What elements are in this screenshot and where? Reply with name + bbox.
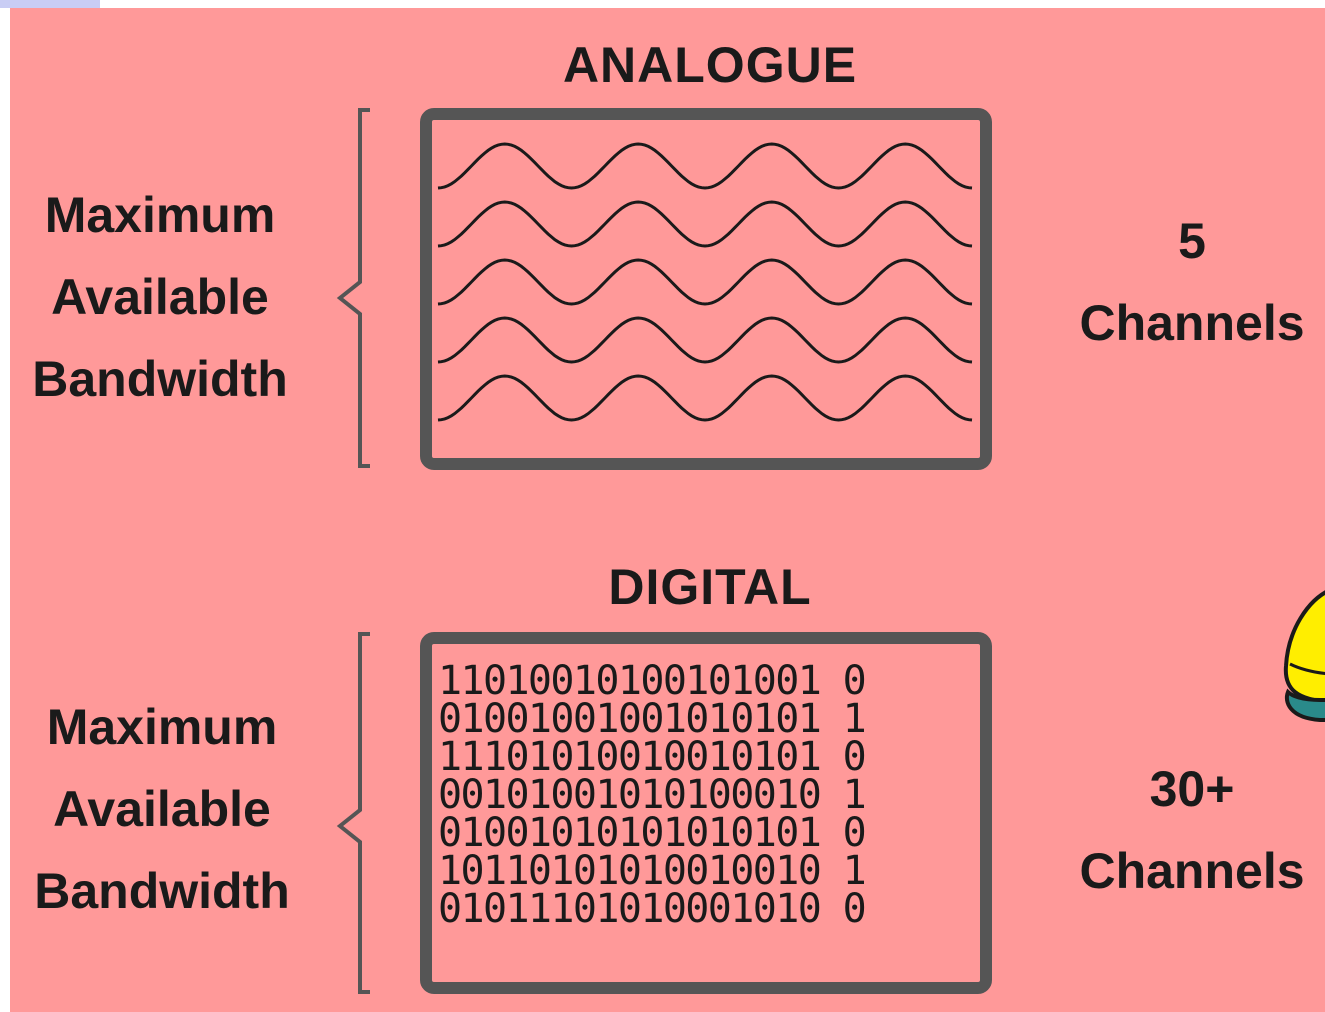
binary-row: 11010010100101001 0 [438,658,867,704]
digital-bandwidth-line-1: Maximum [46,699,278,755]
digital-bracket [336,632,370,994]
diagram-panel: ANALOGUE Maximum Available Bandwidth 5 C… [10,8,1325,1012]
mascot-helmet-icon [1283,590,1325,722]
analogue-bandwidth-line-2: Available [51,269,269,325]
digital-channel-count: 30+ [1149,761,1235,817]
analogue-bracket [336,108,370,468]
analogue-bandwidth-line-3: Bandwidth [32,351,288,407]
digital-bandwidth-line-2: Available [53,781,271,837]
digital-box: 11010010100101001 0 01001001001010101 1 … [420,632,992,994]
analogue-channel-count: 5 [1178,213,1206,269]
binary-data-block: 11010010100101001 0 01001001001010101 1 … [438,658,867,932]
analogue-wave [437,258,973,306]
digital-bandwidth-label: Maximum Available Bandwidth [12,686,312,932]
digital-title: DIGITAL [608,559,812,615]
binary-row: 10110101010010010 1 [438,848,867,894]
analogue-channels-label: 5 Channels [1062,200,1322,364]
analogue-wave [437,142,973,190]
analogue-wave [437,374,973,422]
digital-channel-word: Channels [1079,843,1305,899]
analogue-channel-word: Channels [1079,295,1305,351]
analogue-bandwidth-line-1: Maximum [44,187,276,243]
analogue-waves [437,142,973,422]
digital-bandwidth-line-3: Bandwidth [34,863,290,919]
binary-row: 01001010101010101 0 [438,810,867,856]
analogue-wave [437,200,973,248]
analogue-bandwidth-label: Maximum Available Bandwidth [10,174,310,420]
analogue-title: ANALOGUE [562,37,858,93]
corner-tab [0,0,100,8]
digital-channels-label: 30+ Channels [1062,748,1322,912]
analogue-box [420,108,992,470]
analogue-wave [437,316,973,364]
binary-row: 01001001001010101 1 [438,696,867,742]
binary-row: 00101001010100010 1 [438,772,867,818]
binary-row: 11101010010010101 0 [438,734,867,780]
binary-row: 01011101010001010 0 [438,886,867,932]
